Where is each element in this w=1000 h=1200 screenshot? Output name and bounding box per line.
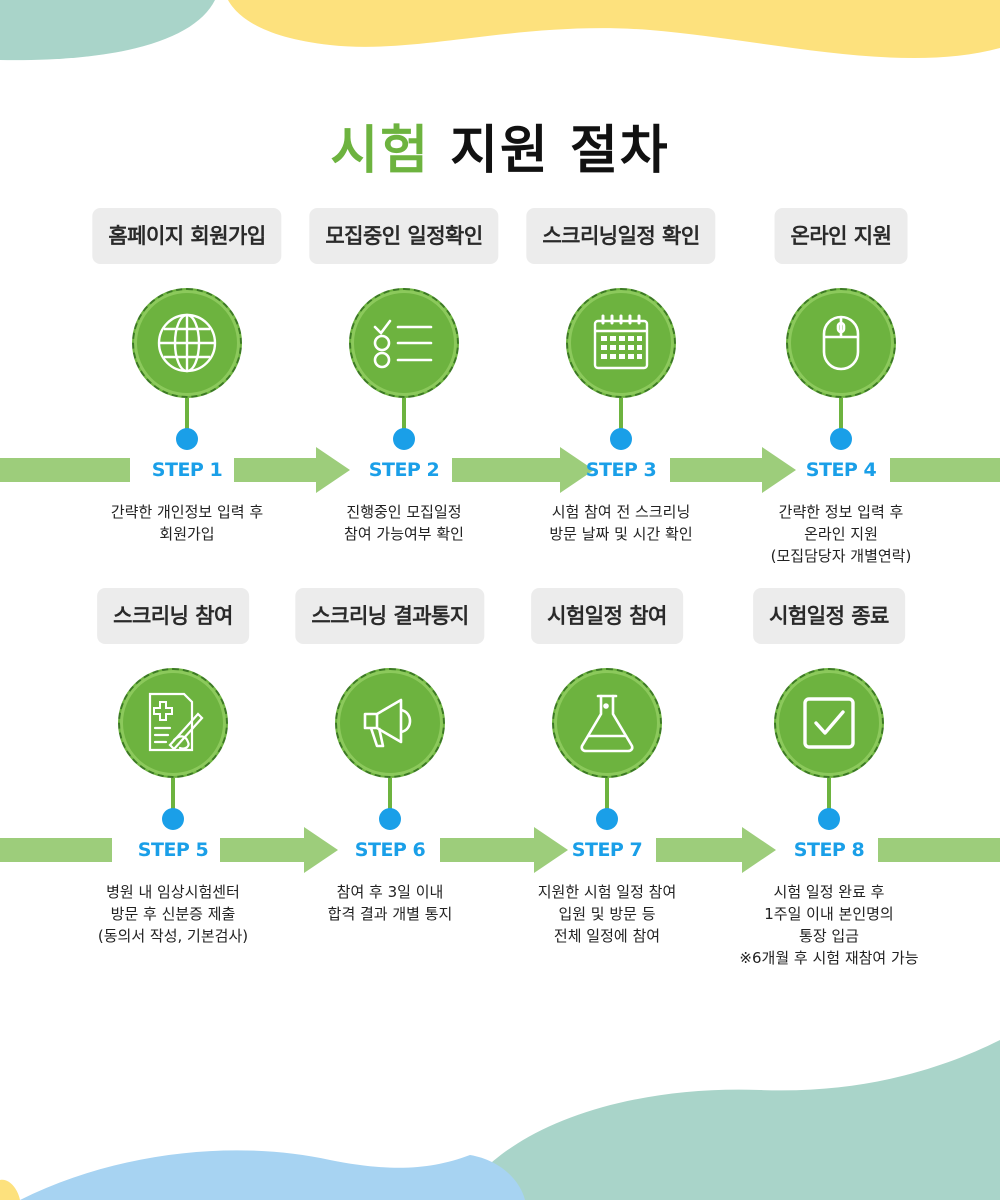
- desc-line: 간략한 정보 입력 후: [778, 503, 904, 521]
- flow-arrows-row-1: [0, 447, 1000, 493]
- desc-line: 참여 후 3일 이내: [336, 883, 444, 901]
- step-4-dot: [830, 428, 852, 450]
- step-5-icon-circle: [118, 668, 228, 778]
- desc-line: 입원 및 방문 등: [558, 905, 656, 923]
- globe-icon: [157, 313, 217, 373]
- step-6-dot: [379, 808, 401, 830]
- step-1-icon-circle: [132, 288, 242, 398]
- desc-line: 지원한 시험 일정 참여: [537, 883, 677, 901]
- flask-icon: [580, 694, 634, 753]
- desc-line: 병원 내 임상시험센터: [106, 883, 240, 901]
- desc-line: (동의서 작성, 기본검사): [97, 927, 249, 945]
- step-8-dot: [818, 808, 840, 830]
- step-8-description: 시험 일정 완료 후 1주일 이내 본인명의 통장 입금 ※6개월 후 시험 재…: [699, 881, 959, 969]
- step-1-dot: [176, 428, 198, 450]
- desc-line: 방문 날짜 및 시간 확인: [549, 525, 693, 543]
- step-5-dot: [162, 808, 184, 830]
- step-7-connector: [605, 778, 609, 812]
- flow-arrows-row-2: [0, 827, 1000, 873]
- step-4-title: 온라인 지원: [774, 208, 908, 264]
- step-7-title: 시험일정 참여: [531, 588, 683, 644]
- step-8-icon-circle: [774, 668, 884, 778]
- step-6-title: 스크리닝 결과통지: [295, 588, 485, 644]
- step-6-description: 참여 후 3일 이내 합격 결과 개별 통지: [260, 881, 520, 925]
- step-2-connector: [402, 398, 406, 432]
- desc-line: 참여 가능여부 확인: [344, 525, 464, 543]
- step-6-number: STEP 6: [354, 839, 426, 861]
- step-2-dot: [393, 428, 415, 450]
- step-4-icon-circle: [786, 288, 896, 398]
- step-2-description: 진행중인 모집일정 참여 가능여부 확인: [274, 501, 534, 545]
- desc-line: ※6개월 후 시험 재참여 가능: [739, 949, 919, 967]
- desc-line: 온라인 지원: [804, 525, 878, 543]
- desc-line: 방문 후 신분증 제출: [110, 905, 236, 923]
- checkbox-icon: [803, 697, 855, 749]
- step-5-connector: [171, 778, 175, 812]
- step-1-number: STEP 1: [151, 459, 223, 481]
- desc-line: 합격 결과 개별 통지: [327, 905, 453, 923]
- checklist-icon: [373, 319, 433, 369]
- desc-line: (모집담당자 개별연락): [770, 547, 912, 565]
- step-8-title: 시험일정 종료: [753, 588, 905, 644]
- step-6-connector: [388, 778, 392, 812]
- step-3-connector: [619, 398, 623, 432]
- desc-line: 시험 일정 완료 후: [773, 883, 885, 901]
- desc-line: 회원가입: [159, 525, 215, 543]
- step-7-icon-circle: [552, 668, 662, 778]
- step-2-title: 모집중인 일정확인: [309, 208, 499, 264]
- calendar-icon: [593, 314, 649, 370]
- step-2-icon-circle: [349, 288, 459, 398]
- title-highlight: 시험: [330, 121, 431, 181]
- mouse-icon: [822, 315, 860, 371]
- step-8-number: STEP 8: [793, 839, 865, 861]
- step-7-description: 지원한 시험 일정 참여 입원 및 방문 등 전체 일정에 참여: [477, 881, 737, 947]
- medical-form-icon: [148, 692, 204, 752]
- step-2-number: STEP 2: [368, 459, 440, 481]
- desc-line: 간략한 개인정보 입력 후: [110, 503, 264, 521]
- desc-line: 1주일 이내 본인명의: [764, 905, 894, 923]
- step-3-icon-circle: [566, 288, 676, 398]
- step-7-number: STEP 7: [571, 839, 643, 861]
- step-1-description: 간략한 개인정보 입력 후 회원가입: [57, 501, 317, 545]
- step-3-title: 스크리닝일정 확인: [526, 208, 716, 264]
- desc-line: 통장 입금: [799, 927, 859, 945]
- megaphone-icon: [363, 698, 412, 748]
- step-4-description: 간략한 정보 입력 후 온라인 지원 (모집담당자 개별연락): [711, 501, 971, 567]
- step-3-dot: [610, 428, 632, 450]
- step-4-number: STEP 4: [805, 459, 877, 481]
- step-5-description: 병원 내 임상시험센터 방문 후 신분증 제출 (동의서 작성, 기본검사): [43, 881, 303, 947]
- step-6-icon-circle: [335, 668, 445, 778]
- step-5-title: 스크리닝 참여: [97, 588, 249, 644]
- page-title: 시험 지원 절차: [0, 108, 1000, 183]
- desc-line: 전체 일정에 참여: [553, 927, 661, 945]
- step-4-connector: [839, 398, 843, 432]
- step-1-title: 홈페이지 회원가입: [92, 208, 282, 264]
- step-8-connector: [827, 778, 831, 812]
- step-5-number: STEP 5: [137, 839, 209, 861]
- step-3-description: 시험 참여 전 스크리닝 방문 날짜 및 시간 확인: [491, 501, 751, 545]
- desc-line: 시험 참여 전 스크리닝: [551, 503, 691, 521]
- title-rest: 지원 절차: [450, 121, 670, 181]
- desc-line: 진행중인 모집일정: [346, 503, 462, 521]
- step-3-number: STEP 3: [585, 459, 657, 481]
- step-1-connector: [185, 398, 189, 432]
- step-7-dot: [596, 808, 618, 830]
